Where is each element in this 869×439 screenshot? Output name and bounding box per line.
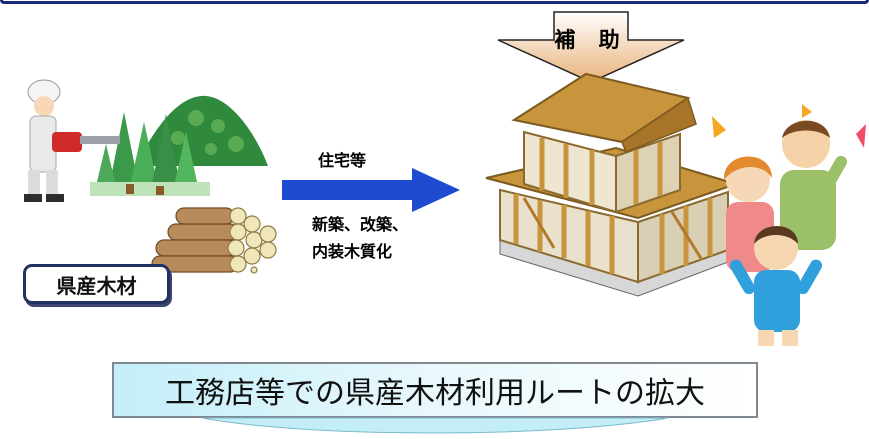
- prefectural-timber-label: 県産木材: [23, 264, 170, 304]
- cedar-trees-icon: [90, 112, 210, 196]
- subsidy-label: 補 助: [554, 28, 628, 52]
- forestry-illustration: [6, 74, 290, 274]
- down-arrow-icon: [497, 11, 685, 83]
- happy-family-icon: [712, 104, 866, 346]
- forestry-worker-icon: [24, 79, 120, 202]
- banner-wave-icon: [201, 417, 669, 434]
- right-arrow-icon: [282, 168, 460, 212]
- family-illustration: [706, 98, 866, 348]
- top-frame-border: [0, 0, 869, 4]
- log-pile-icon: [151, 207, 277, 274]
- house-frame-illustration: [466, 72, 740, 298]
- timber-frame-house-icon: [485, 72, 740, 297]
- route-arrow: [282, 168, 462, 212]
- subsidy-arrow: 補 助: [496, 10, 686, 84]
- mountain-icon: [136, 95, 268, 166]
- banner-text: 工務店等での県産木材利用ルートの拡大: [112, 362, 758, 418]
- result-banner: 工務店等での県産木材利用ルートの拡大: [112, 358, 758, 438]
- route-top-label: 住宅等: [318, 151, 367, 170]
- route-bottom-label: 新築、改築、 内装木質化: [312, 215, 409, 261]
